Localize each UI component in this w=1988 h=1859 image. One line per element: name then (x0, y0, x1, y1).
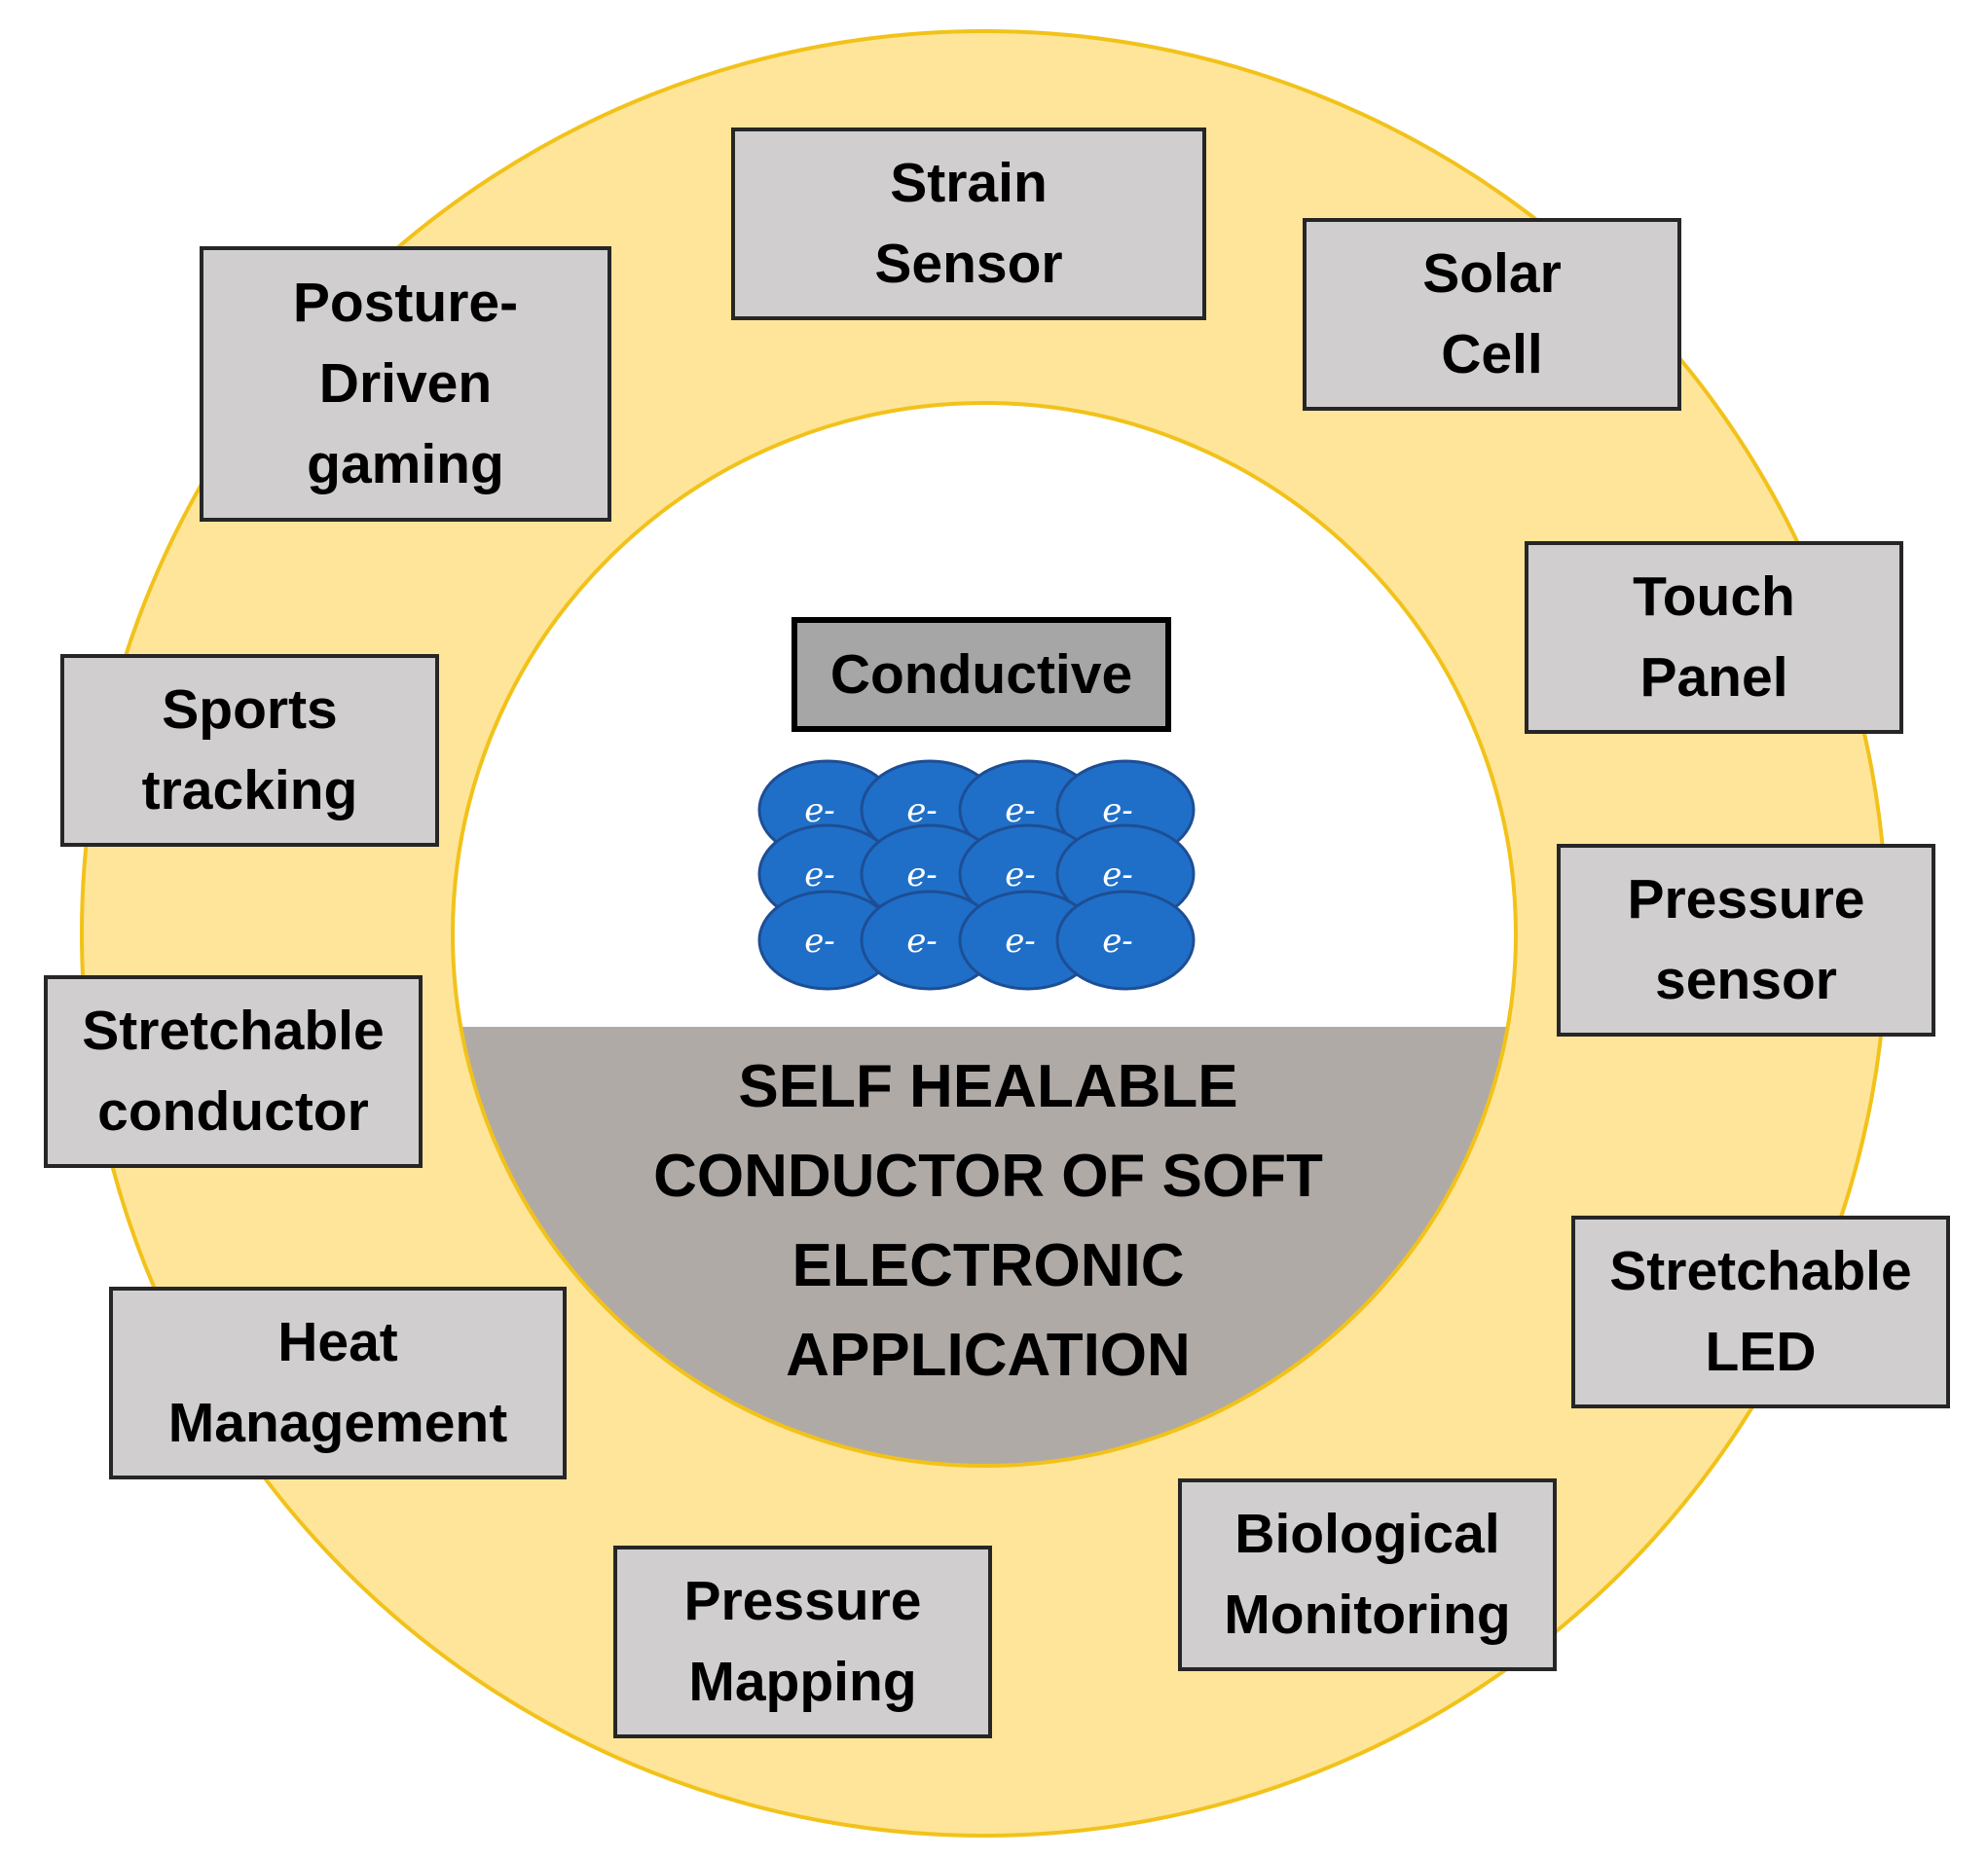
box-touch-panel-label: Touch Panel (1633, 565, 1795, 709)
box-solar-cell-label: Solar Cell (1422, 242, 1562, 385)
box-sports-tracking-label: Sports tracking (141, 678, 358, 821)
electron-label-2-4: e- (1102, 856, 1133, 894)
box-heat-management: Heat Management (109, 1287, 567, 1479)
box-strain-sensor: Strain Sensor (731, 128, 1206, 320)
inner-circle-border (451, 401, 1518, 1468)
electron-label-2-2: e- (906, 856, 938, 894)
center-title: SELF HEALABLE CONDUCTOR OF SOFT ELECTRON… (467, 1037, 1509, 1406)
box-pressure-sensor: Pressure sensor (1557, 844, 1935, 1037)
box-biological-monitoring: Biological Monitoring (1178, 1478, 1557, 1671)
box-stretchable-led: Stretchable LED (1571, 1216, 1950, 1408)
electron-3-4 (1055, 890, 1196, 991)
electron-label-1-2: e- (906, 791, 938, 830)
electron-label-3-4: e- (1102, 922, 1133, 961)
box-sports-tracking: Sports tracking (60, 654, 439, 847)
box-posture-driven-gaming-label: Posture- Driven gaming (292, 272, 519, 495)
box-touch-panel: Touch Panel (1525, 541, 1903, 734)
box-stretchable-conductor-label: Stretchable conductor (82, 1000, 385, 1143)
electron-label-1-4: e- (1102, 791, 1133, 830)
electron-label-2-1: e- (804, 856, 835, 894)
box-strain-sensor-label: Strain Sensor (874, 152, 1063, 295)
box-pressure-mapping-label: Pressure Mapping (683, 1570, 922, 1713)
electron-label-1-1: e- (804, 791, 835, 830)
electron-label-2-3: e- (1005, 856, 1036, 894)
electron-label-3-3: e- (1005, 922, 1036, 961)
box-stretchable-conductor: Stretchable conductor (44, 975, 423, 1168)
electron-label-3-1: e- (804, 922, 835, 961)
box-posture-driven-gaming: Posture- Driven gaming (200, 246, 611, 522)
electron-cluster: e-e-e-e-e-e-e-e-e-e-e-e- (757, 759, 1196, 991)
box-pressure-mapping: Pressure Mapping (613, 1546, 992, 1738)
conductive-label: Conductive (829, 643, 1133, 706)
box-biological-monitoring-label: Biological Monitoring (1224, 1503, 1511, 1646)
box-solar-cell: Solar Cell (1303, 218, 1681, 411)
conductive-label-box: Conductive (792, 617, 1171, 732)
electron-label-3-2: e- (906, 922, 938, 961)
box-pressure-sensor-label: Pressure sensor (1627, 868, 1865, 1011)
box-stretchable-led-label: Stretchable LED (1609, 1240, 1912, 1383)
electron-label-1-3: e- (1005, 791, 1036, 830)
box-heat-management-label: Heat Management (167, 1311, 508, 1454)
center-title-text: SELF HEALABLE CONDUCTOR OF SOFT ELECTRON… (653, 1053, 1323, 1389)
